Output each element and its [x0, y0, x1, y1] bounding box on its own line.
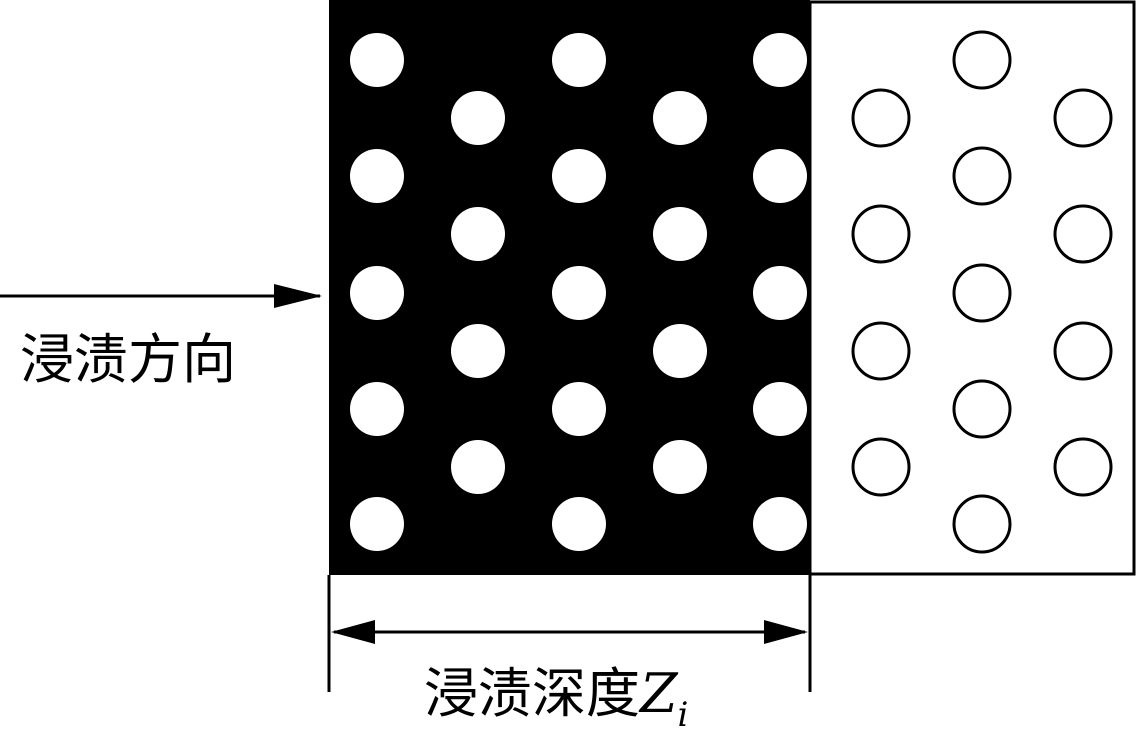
depth-arrowhead-left-icon — [331, 620, 375, 644]
impregnated-fiber — [451, 440, 505, 494]
impregnated-fiber — [653, 91, 707, 145]
impregnated-fiber — [350, 382, 404, 436]
dry-fiber — [851, 437, 911, 497]
dry-fiber — [952, 146, 1012, 206]
impregnated-fiber — [451, 324, 505, 378]
dry-fiber — [952, 379, 1012, 439]
impregnated-fiber — [552, 382, 606, 436]
dry-fiber — [952, 263, 1012, 323]
impregnated-fiber — [552, 149, 606, 203]
impregnated-fiber — [653, 324, 707, 378]
impregnated-fiber — [552, 33, 606, 87]
impregnated-fiber — [350, 149, 404, 203]
impregnated-fiber — [350, 33, 404, 87]
impregnated-fiber — [350, 497, 404, 551]
impregnated-fiber — [451, 207, 505, 261]
dry-fiber — [1053, 88, 1113, 148]
depth-symbol: Z — [638, 662, 679, 725]
impregnated-fiber — [753, 33, 807, 87]
impregnated-fiber — [753, 149, 807, 203]
impregnated-fiber — [350, 266, 404, 320]
dry-fiber — [1053, 321, 1113, 381]
depth-arrowhead-right-icon — [764, 620, 808, 644]
dry-fiber — [1053, 204, 1113, 264]
direction-arrowhead-icon — [274, 284, 322, 308]
impregnated-fiber — [552, 266, 606, 320]
dry-fiber — [851, 321, 911, 381]
impregnated-fiber — [552, 497, 606, 551]
impregnated-fiber — [753, 382, 807, 436]
impregnated-fiber — [753, 266, 807, 320]
dry-fiber — [1053, 437, 1113, 497]
impregnated-fiber — [653, 440, 707, 494]
direction-label: 浸渍方向 — [20, 328, 236, 391]
impregnated-fiber — [753, 497, 807, 551]
dry-fibers — [851, 30, 1113, 554]
dry-fiber — [952, 30, 1012, 90]
depth-subscript: i — [678, 695, 689, 733]
impregnated-fiber — [653, 207, 707, 261]
depth-label: 浸渍深度Zi — [424, 662, 688, 733]
dry-fiber — [851, 88, 911, 148]
impregnated-fiber — [451, 91, 505, 145]
dry-fiber — [851, 204, 911, 264]
dry-fiber — [952, 494, 1012, 554]
impregnated-fibers — [350, 33, 807, 551]
depth-label-text: 浸渍深度 — [424, 662, 640, 725]
